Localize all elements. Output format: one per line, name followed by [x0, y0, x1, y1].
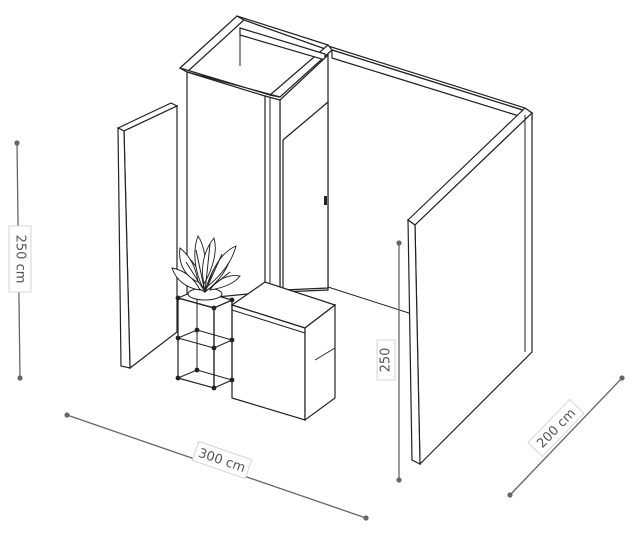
left-panel-face [123, 105, 178, 370]
closet-top-left-beam [178, 15, 246, 73]
potted-plant [171, 235, 241, 301]
closet-top-front-beam [179, 67, 281, 98]
counter-side [304, 303, 336, 422]
dimension-width: 300 cm [64, 412, 369, 521]
label-wall-height: 250 [379, 348, 394, 373]
right-panel-edge [407, 218, 421, 465]
dimension-wall-height: 250 [376, 240, 402, 483]
dimension-depth: 200 cm [507, 375, 625, 498]
door-header-line [282, 101, 329, 141]
closet-front-wall-edge [264, 95, 281, 296]
left-panel-edge [117, 127, 131, 369]
shelf-stand [175, 287, 235, 391]
label-height-total: 250 cm [13, 235, 28, 284]
booth [116, 15, 533, 466]
back-top-beam-front [331, 49, 533, 121]
door-handle [324, 196, 327, 205]
dimension-height-total: 250 cm [8, 140, 32, 381]
back-floor-line [327, 286, 413, 315]
counter-top-edge [231, 309, 306, 334]
counter-shelf-line [314, 347, 336, 361]
